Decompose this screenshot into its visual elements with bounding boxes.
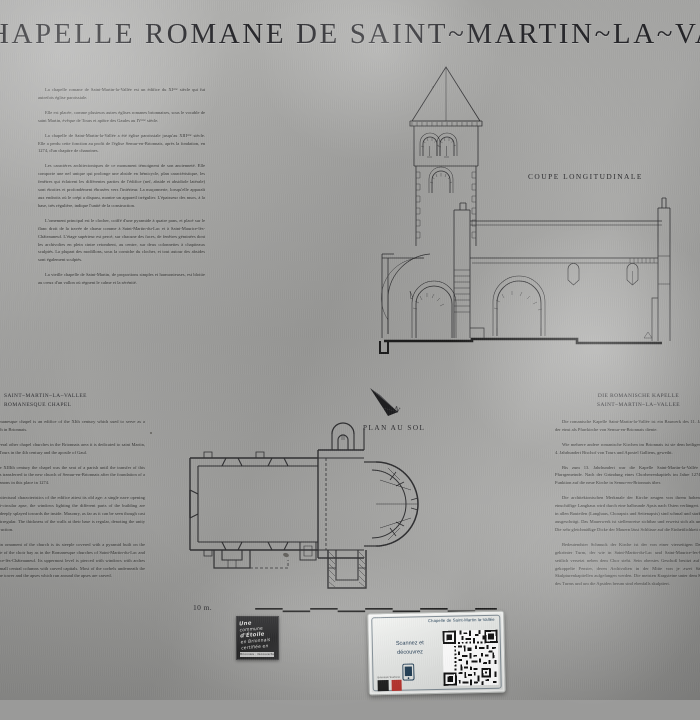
- english-paragraph: Like several other chapel churches in th…: [0, 441, 145, 455]
- north-arrow-icon: [368, 386, 406, 422]
- german-paragraph: Bis zum 13. Jahrhundert war die Kapelle …: [555, 464, 700, 486]
- qr-plaque[interactable]: Chapelle de Saint-Martin la-Vallée Scann…: [367, 610, 506, 696]
- german-paragraph: Wie mehrere andere romanische Kirchen im…: [555, 441, 700, 455]
- german-heading-line2: SAINT~MARTIN~LA~VALLEE: [597, 402, 680, 409]
- qr-plaque-logos: [377, 679, 402, 692]
- page-title: CHAPELLE ROMANE DE SAINT~MARTIN~LA~VALLE…: [0, 18, 700, 50]
- plan-drawing-label: PLAN AU SOL: [363, 424, 426, 432]
- partner-logo-dark: [377, 680, 389, 692]
- french-paragraph: La chapelle de Saint-Martin-la-Vallée a …: [38, 132, 205, 154]
- panel-speck: [432, 86, 434, 88]
- partner-logo-red: [391, 679, 402, 691]
- english-heading: SAINT~MARTIN~LA~VALLEE ROMANESQUE CHAPEL: [0, 392, 145, 411]
- english-heading-line2: ROMANESQUE CHAPEL: [4, 402, 72, 409]
- french-paragraph: Les caractères architectoniques de ce mo…: [38, 163, 205, 208]
- sticker-line-5: certifiée en: [241, 643, 269, 651]
- german-text-column: DIE ROMANISCHE KAPELLE SAINT~MARTIN~LA~V…: [555, 392, 700, 595]
- scale-label: 10 m.: [193, 603, 213, 612]
- longitudinal-section-drawing: [372, 58, 688, 370]
- section-drawing-label: COUPE LONGITUDINALE: [528, 172, 643, 181]
- qr-plaque-cta: Scannez et découvrez: [379, 639, 441, 658]
- qr-cta-line-2: découvrez: [397, 648, 423, 656]
- handwritten-sticker: Une commune d'Étoile en Brionnais certif…: [236, 616, 279, 660]
- english-paragraph: The main ornament of the church is its s…: [0, 541, 145, 579]
- sticker-footer: Brionnais · découverte: [240, 652, 274, 657]
- german-heading: DIE ROMANISCHE KAPELLE SAINT~MARTIN~LA~V…: [555, 392, 700, 411]
- french-text-column: La chapelle romane de Saint-Martin-la-Va…: [38, 86, 205, 294]
- french-paragraph: Elle est placée, comme plusieurs autres …: [38, 109, 205, 123]
- english-heading-line1: SAINT~MARTIN~LA~VALLEE: [4, 393, 87, 399]
- german-heading-line1: DIE ROMANISCHE KAPELLE: [597, 393, 680, 399]
- panel-speck: [150, 432, 152, 434]
- floor-plan-drawing: [168, 410, 498, 595]
- smartphone-icon: [402, 663, 415, 681]
- german-paragraph: Die architektonischen Merkmale der Kirch…: [555, 495, 700, 532]
- sticker-footer-text: Brionnais · découverte: [240, 652, 274, 656]
- english-text-column: SAINT~MARTIN~LA~VALLEE ROMANESQUE CHAPEL…: [0, 392, 145, 587]
- english-paragraph: Until the XIIIth century the chapel was …: [0, 464, 145, 486]
- german-paragraph: Die romanische Kapelle Saint-Martin-la-V…: [555, 418, 700, 432]
- french-paragraph: La vieille chapelle de Saint-Martin, de …: [38, 272, 205, 286]
- qr-code-icon[interactable]: [442, 629, 499, 686]
- english-paragraph: The Romanesque chapel is an edifice of t…: [0, 418, 145, 432]
- sticker-text: Une commune d'Étoile en Brionnais certif…: [237, 617, 278, 652]
- german-paragraph: Bedeutendster Schmuck der Kirche ist der…: [555, 541, 700, 587]
- french-paragraph: L'ornement principal est le clocher, coi…: [38, 217, 205, 263]
- english-paragraph: The architectural characteristics of the…: [0, 495, 145, 532]
- french-paragraph: La chapelle romane de Saint-Martin-la-Va…: [38, 87, 205, 100]
